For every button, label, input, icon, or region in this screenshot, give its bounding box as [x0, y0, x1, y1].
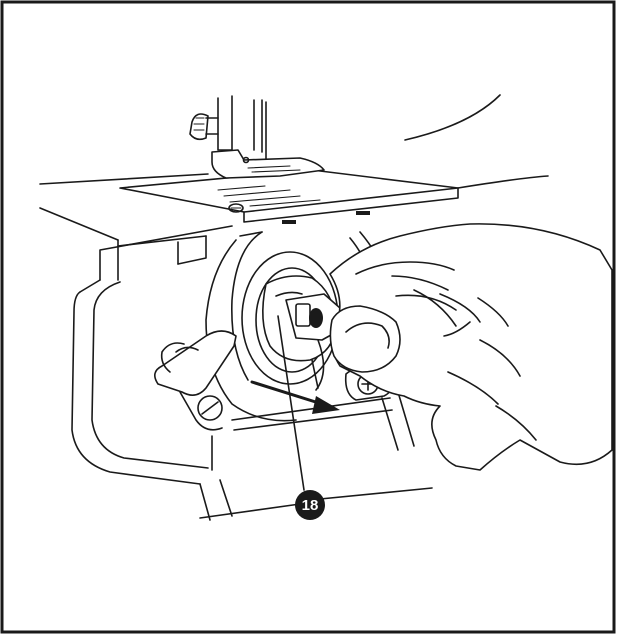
presser-foot-screw-knob: [189, 113, 209, 141]
hand: [329, 223, 613, 471]
thumb: [329, 305, 401, 373]
machine-arm-curve: [404, 94, 501, 141]
callout-number-text: 18: [302, 497, 319, 514]
hook-retainer-lever-left: [154, 330, 237, 431]
callout-leader-line: [277, 315, 305, 491]
needle-plate: [119, 169, 459, 224]
machine-bed-edge-right: [457, 175, 549, 189]
machine-bed-edge-left: [39, 173, 209, 185]
pull-direction-arrow: [250, 380, 340, 414]
callout-badge-18: 18: [295, 490, 325, 520]
presser-foot: [189, 95, 325, 179]
bobbin-case: [262, 275, 341, 391]
machine-bed-front-left: [39, 207, 119, 241]
needle-plate-screw: [228, 203, 244, 213]
